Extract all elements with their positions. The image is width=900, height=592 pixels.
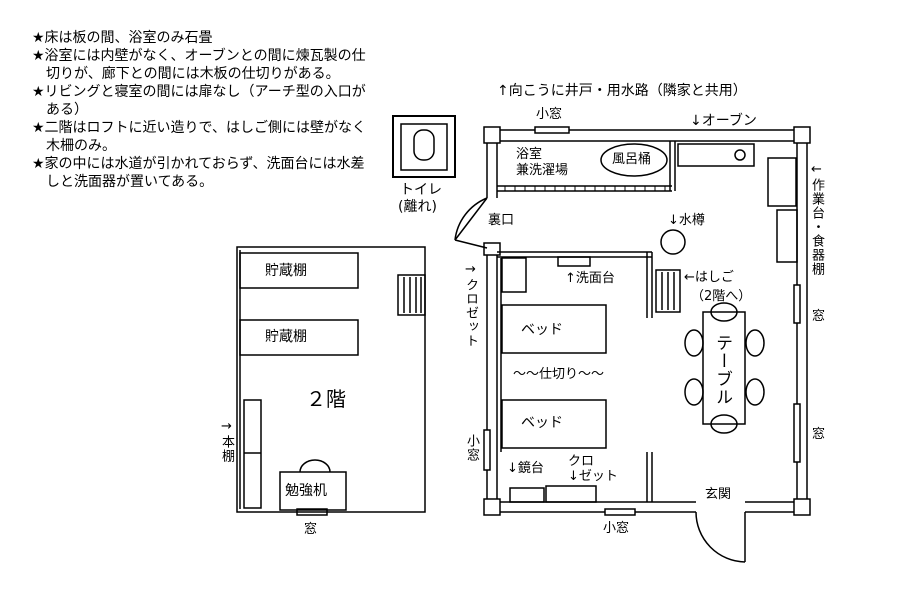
table-label: テーブル — [712, 334, 732, 406]
chair — [745, 378, 765, 406]
chair — [745, 329, 765, 357]
notes-list: ★床は板の間、浴室のみ石畳 ★浴室には内壁がなく、オーブンとの間に煉瓦製の仕切り… — [32, 29, 372, 191]
window-right-2-label: 窓 — [812, 427, 826, 442]
bed-1-label: ベッド — [521, 322, 563, 338]
window-top-label: 小窓 — [536, 107, 563, 122]
window-left-label: 小窓 — [464, 434, 479, 462]
pillar — [483, 242, 501, 256]
floor2-shelf-2-label: 貯蔵棚 — [265, 329, 307, 345]
work-shelf — [767, 157, 797, 207]
floor2-shelf-1 — [239, 252, 359, 289]
mirror-label: ↓鏡台 — [507, 461, 544, 476]
floor2-window-bottom — [296, 508, 328, 516]
window-bottom — [604, 508, 636, 516]
mirror-stand — [509, 487, 545, 503]
back-door-leaf — [454, 239, 488, 249]
tub-label: 風呂桶 — [612, 152, 652, 167]
toilet-seat — [400, 123, 448, 171]
toilet-label: トイレ — [400, 182, 442, 198]
ladder-label: ←はしご — [684, 270, 734, 285]
washstand — [557, 256, 591, 267]
floor2-ladder-opening — [397, 274, 426, 316]
pillar — [483, 498, 501, 516]
toilet-building — [392, 115, 456, 178]
note-item: ★リビングと寝室の間には扉なし（アーチ型の入口がある） — [32, 84, 366, 118]
pillar — [793, 498, 811, 516]
chair — [710, 414, 738, 434]
oven-fire — [734, 149, 746, 161]
floor2-desk — [279, 471, 347, 511]
bath-tub — [600, 143, 668, 177]
floor2-shelf-1-label: 貯蔵棚 — [265, 263, 307, 279]
entrance-label: 玄関 — [705, 487, 732, 502]
closet-left-label: →クロゼット — [463, 262, 478, 348]
window-left — [483, 429, 491, 471]
back-door-label: 裏口 — [488, 213, 515, 228]
pillar — [793, 126, 811, 144]
work-shelf — [776, 209, 798, 263]
note-item: ★二階はロフトに近い造りで、はしご側には壁がなく木柵のみ。 — [32, 120, 366, 154]
closet-bottom-label-2: ↓ゼット — [568, 469, 618, 484]
washstand-label: ↑洗面台 — [565, 271, 615, 286]
ladder-sublabel: （2階へ） — [691, 289, 752, 304]
closet-bottom-label-1: クロ — [568, 454, 595, 469]
bed-1 — [501, 304, 607, 354]
chair — [684, 329, 704, 357]
window-bottom-label: 小窓 — [603, 521, 630, 536]
partition-hatch — [504, 186, 666, 191]
ladder — [655, 269, 681, 313]
note-item: ★浴室には内壁がなく、オーブンとの間に煉瓦製の仕切りが、廊下との間には木板の仕切… — [32, 48, 366, 82]
partition-label: 〜〜仕切り〜〜 — [513, 367, 605, 382]
toilet-sublabel: (離れ) — [398, 199, 437, 215]
note-item: ★家の中には水道が引かれておらず、洗面台には水差しと洗面器が置いてある。 — [32, 156, 365, 190]
floor2-desk-chair — [299, 459, 331, 473]
floor2-window-label: 窓 — [304, 522, 318, 537]
floor2-shelf-2 — [239, 319, 359, 356]
bath-sublabel: 兼洗濯場 — [516, 163, 569, 178]
closet-box — [501, 257, 527, 293]
chair — [684, 378, 704, 406]
chair — [710, 302, 738, 322]
floor2-title: ２階 — [306, 387, 346, 411]
window-top — [534, 126, 570, 134]
bed-2-label: ベッド — [521, 415, 563, 431]
floor2-outline — [236, 246, 426, 513]
window-right-1 — [793, 284, 801, 324]
floor2-bookshelf — [243, 399, 262, 509]
entrance-swing — [695, 511, 746, 563]
work-shelf-label: ←作業台・食器棚 — [809, 162, 824, 276]
note-item: ★床は板の間、浴室のみ石畳 — [32, 30, 213, 46]
pillar — [483, 126, 501, 144]
water-barrel-label: ↓水樽 — [668, 213, 705, 228]
floor2-desk-label: 勉強机 — [285, 483, 327, 499]
oven-label: ↓オーブン — [690, 113, 757, 129]
bottom-closet — [545, 485, 597, 503]
oven — [677, 143, 755, 167]
table — [702, 311, 746, 425]
well-label: ↑向こうに井戸・用水路（隣家と共用） — [497, 83, 747, 99]
window-right-1-label: 窓 — [812, 309, 826, 324]
bed-2 — [501, 399, 607, 449]
window-right-2 — [793, 403, 801, 463]
back-door — [454, 197, 488, 241]
floor2-bookshelf-label: →本棚 — [219, 419, 234, 463]
water-barrel — [660, 229, 686, 255]
toilet-bowl — [413, 129, 435, 161]
bath-label: 浴室 — [516, 147, 543, 162]
